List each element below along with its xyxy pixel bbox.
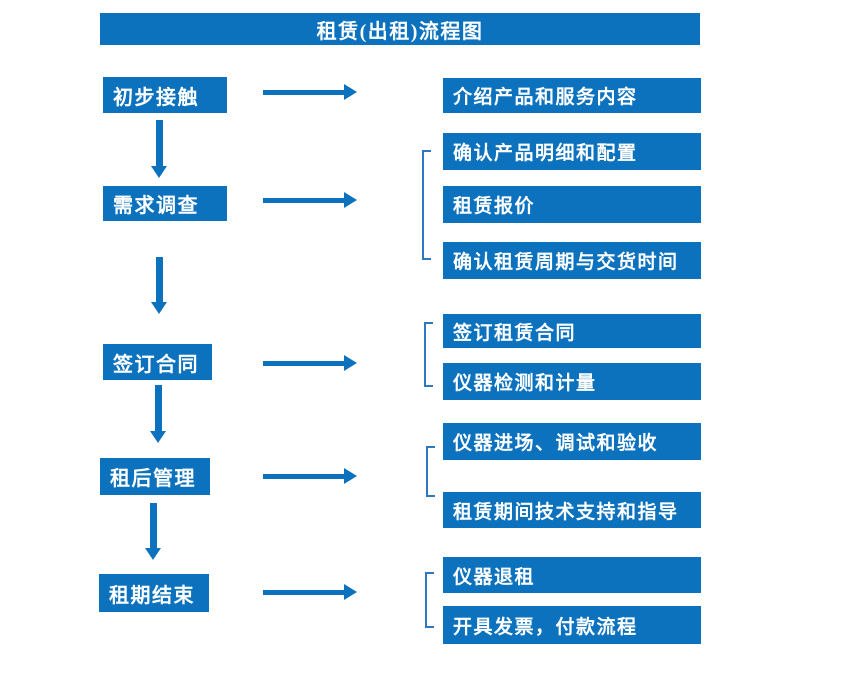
arrow-shaft [263, 197, 344, 203]
detail-box: 租赁报价 [443, 186, 701, 223]
detail-label: 确认产品明细和配置 [453, 143, 638, 164]
detail-box: 介绍产品和服务内容 [443, 78, 701, 113]
arrow-shaft [154, 385, 162, 431]
arrow-head [151, 166, 167, 178]
detail-box: 签订租赁合同 [443, 314, 701, 348]
detail-label: 开具发票，付款流程 [453, 616, 638, 638]
step-box-rental-end: 租期结束 [99, 574, 209, 612]
bracket-icon [426, 446, 435, 497]
bracket-icon [422, 150, 431, 260]
arrow-head [344, 355, 357, 371]
arrow-shaft [263, 589, 344, 595]
detail-box: 仪器检测和计量 [443, 363, 701, 400]
flowchart-title: 租赁(出租)流程图 [316, 20, 484, 43]
step-box-post-rental-management: 租后管理 [100, 458, 210, 495]
step-box-sign-contract: 签订合同 [103, 344, 212, 380]
arrow-shaft [263, 89, 344, 95]
arrow-shaft [155, 257, 163, 302]
detail-box: 仪器进场、调试和验收 [443, 423, 701, 460]
arrow-head [151, 302, 167, 314]
detail-box: 仪器退租 [443, 557, 701, 593]
detail-label: 仪器退租 [453, 566, 536, 588]
arrow-right-icon [263, 355, 357, 371]
arrow-down-icon [145, 503, 161, 560]
detail-label: 介绍产品和服务内容 [453, 87, 638, 108]
arrow-head [150, 431, 166, 443]
detail-box: 租赁期间技术支持和指导 [443, 492, 701, 528]
detail-label: 租赁期间技术支持和指导 [453, 501, 679, 523]
arrow-head [344, 192, 357, 208]
flowchart-title-bar: 租赁(出租)流程图 [100, 13, 700, 45]
bracket-icon [425, 572, 434, 628]
arrow-shaft [263, 360, 344, 366]
detail-box: 确认租赁周期与交货时间 [443, 242, 701, 279]
arrow-head [344, 584, 357, 600]
detail-box: 开具发票，付款流程 [443, 606, 701, 644]
detail-label: 租赁报价 [453, 196, 536, 217]
arrow-shaft [149, 503, 157, 548]
step-label: 租期结束 [109, 584, 195, 607]
step-label: 签订合同 [113, 353, 199, 376]
arrow-head [344, 468, 357, 484]
arrow-shaft [263, 473, 344, 479]
detail-label: 仪器进场、调试和验收 [453, 433, 659, 454]
bracket-icon [424, 322, 433, 387]
step-label: 需求调查 [113, 195, 199, 217]
arrow-right-icon [263, 468, 357, 484]
detail-label: 确认租赁周期与交货时间 [453, 252, 679, 273]
arrow-shaft [155, 120, 163, 166]
arrow-head [145, 548, 161, 560]
arrow-right-icon [263, 584, 357, 600]
arrow-right-icon [263, 192, 357, 208]
detail-box: 确认产品明细和配置 [443, 133, 701, 170]
step-box-demand-survey: 需求调查 [103, 186, 227, 221]
arrow-down-icon [151, 120, 167, 178]
step-label: 租后管理 [110, 468, 196, 490]
step-label: 初步接触 [113, 86, 199, 109]
detail-label: 仪器检测和计量 [453, 373, 597, 394]
detail-label: 签订租赁合同 [453, 322, 577, 344]
step-box-initial-contact: 初步接触 [103, 77, 227, 113]
arrow-head [344, 84, 357, 100]
arrow-down-icon [150, 385, 166, 443]
arrow-right-icon [263, 84, 357, 100]
arrow-down-icon [151, 257, 167, 314]
